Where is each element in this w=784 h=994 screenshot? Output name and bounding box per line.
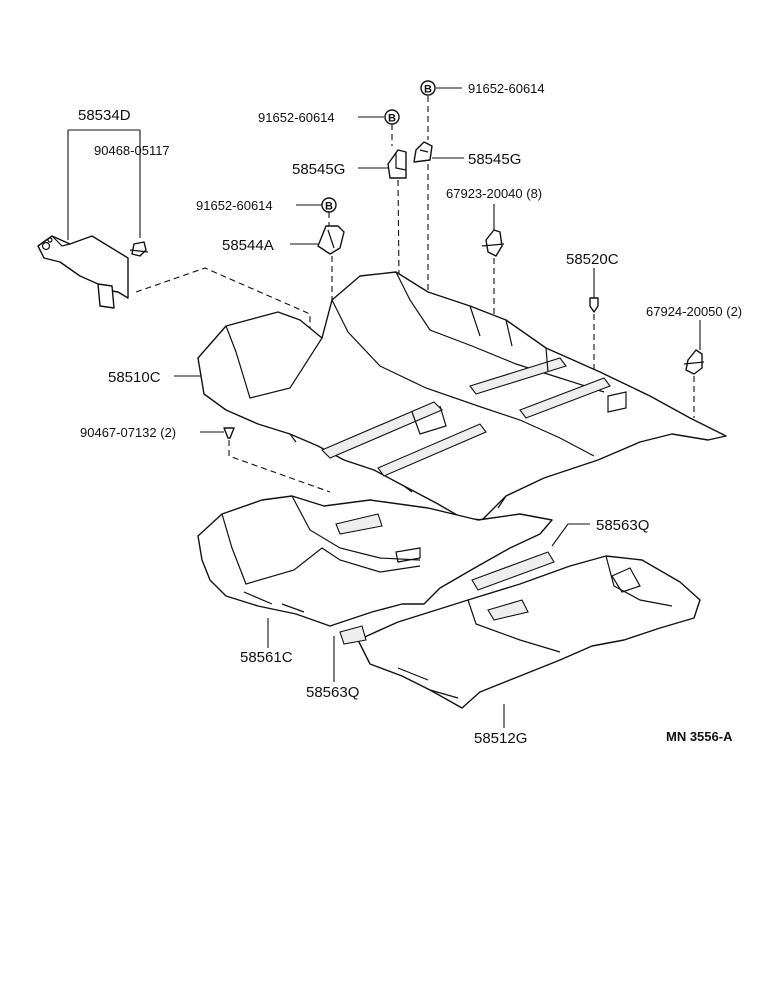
leader-58563Q-right (551, 523, 590, 547)
label-58561C: 58561C (240, 649, 293, 666)
label-67924-20050: 67924-20050 (2) (646, 304, 742, 319)
label-58520C: 58520C (566, 251, 619, 268)
bolt-marker-low: B (321, 197, 337, 213)
pin-58520C (589, 297, 599, 313)
label-58534D: 58534D (78, 107, 131, 124)
label-91652-60614-low: 91652-60614 (196, 198, 273, 213)
diagram-code: MN 3556-A (666, 729, 733, 744)
label-90468-05117: 90468-05117 (94, 143, 170, 158)
label-90467-07132: 90467-07132 (2) (80, 425, 176, 440)
front-carpet-58561C (197, 495, 555, 627)
bracket-58545G-left (387, 149, 407, 179)
svg-text:B: B (388, 113, 396, 125)
rear-carpet-58512G (339, 555, 701, 709)
clip-67923 (481, 229, 505, 257)
label-58563Q-right: 58563Q (596, 517, 649, 534)
label-67923-20040: 67923-20040 (8) (446, 186, 542, 201)
leader-58534D (67, 129, 141, 240)
label-91652-60614-mid: 91652-60614 (258, 110, 335, 125)
bracket-58544A (317, 225, 345, 255)
label-58545G-right: 58545G (468, 151, 521, 168)
label-58563Q-bottom: 58563Q (306, 684, 359, 701)
label-58545G-left: 58545G (292, 161, 345, 178)
label-91652-60614-top: 91652-60614 (468, 81, 545, 96)
label-58512G: 58512G (474, 730, 527, 747)
label-58544A: 58544A (222, 237, 274, 254)
clip-90468 (129, 241, 149, 257)
svg-text:B: B (325, 201, 333, 213)
label-58510C: 58510C (108, 369, 161, 386)
svg-text:B: B (424, 84, 432, 96)
clip-67924 (683, 349, 705, 375)
floor-carpet-58510C (197, 271, 727, 521)
dash-90467 (228, 440, 331, 493)
bolt-marker-top: B (420, 80, 436, 96)
side-cover-58534D (37, 235, 129, 309)
bracket-58545G-right (413, 141, 433, 163)
screw-90467 (223, 427, 235, 439)
dash-58534D (135, 267, 311, 336)
bolt-marker-mid: B (384, 109, 400, 125)
